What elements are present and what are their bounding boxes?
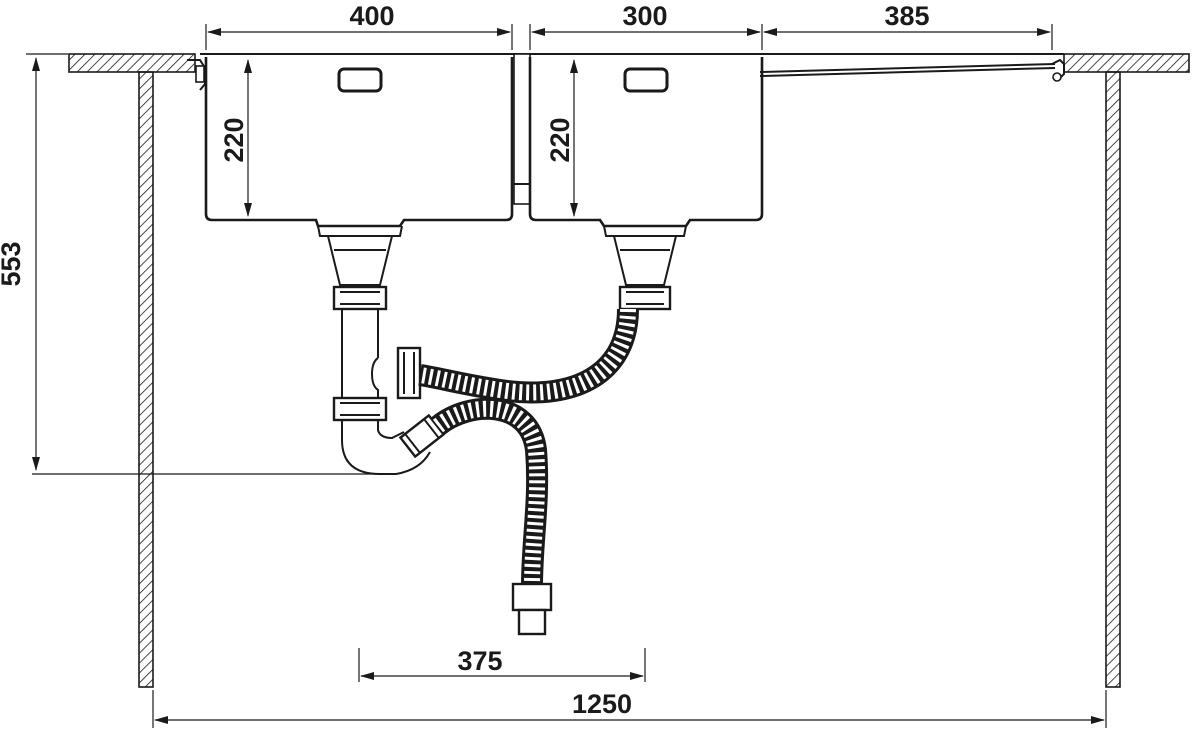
overflow-slot-left	[337, 67, 383, 93]
trap-left	[332, 285, 431, 475]
dim-drainboard-width: 385	[884, 1, 929, 31]
corrugated-hose-right	[418, 285, 672, 404]
outlet-connector	[511, 582, 553, 612]
dim-top-lines	[205, 24, 1053, 50]
bowl-left	[204, 57, 514, 228]
dim-cabinet-width: 1250	[572, 689, 632, 719]
nut-lower-left	[332, 396, 388, 422]
dim-bowl-left-depth: 220	[219, 117, 249, 162]
dim-total-height: 553	[0, 241, 26, 286]
inlet-nut-upper	[396, 346, 422, 400]
dim-outlet-offset-lines	[358, 648, 646, 682]
dim-cabinet-width-lines	[152, 690, 1107, 728]
nut-right-drain	[618, 285, 672, 311]
overflow-slot-right	[623, 67, 669, 93]
inlet-nut-lower	[398, 413, 446, 459]
drain-funnel-left	[317, 225, 403, 286]
nut-upper-left	[332, 285, 388, 311]
dim-bowl-left-width: 400	[349, 1, 394, 31]
mounting-clip-right	[1051, 58, 1065, 82]
sink-rim	[200, 53, 1064, 77]
cabinet-wall-right	[1105, 71, 1121, 688]
countertop-left	[68, 53, 196, 73]
bowl-right	[528, 57, 764, 228]
countertop-right	[1063, 53, 1190, 73]
dim-bowl-right-depth: 220	[545, 117, 575, 162]
corrugated-outlet-hose	[398, 397, 553, 636]
outlet-pipe	[517, 608, 547, 636]
drain-funnel-right	[603, 225, 687, 286]
dim-bowl-depth-lines	[244, 59, 578, 217]
cabinet-wall-left	[138, 71, 154, 688]
dim-bowl-right-width: 300	[622, 1, 667, 31]
dim-total-height-lines	[26, 53, 380, 475]
bowl-divider	[513, 53, 531, 205]
dim-outlet-offset: 375	[457, 646, 502, 676]
